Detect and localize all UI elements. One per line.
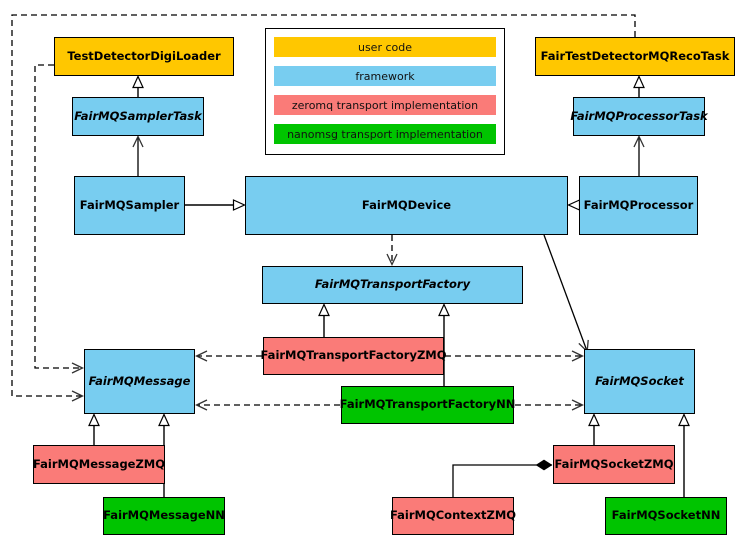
legend-item-framework: framework xyxy=(274,66,496,86)
class-node-FairMQSocket[interactable]: FairMQSocket xyxy=(584,349,695,414)
legend-item-label: framework xyxy=(355,69,415,83)
class-node-label: FairMQTransportFactory xyxy=(314,277,471,292)
class-node-FairMQContextZMQ[interactable]: FairMQContextZMQ xyxy=(389,497,517,535)
legend-item-zeromq: zeromq transport implementation xyxy=(274,95,496,115)
class-node-TestDetectorDigiLoader[interactable]: TestDetectorDigiLoader xyxy=(54,37,234,76)
class-node-FairMQProcessor[interactable]: FairMQProcessor xyxy=(579,176,698,235)
class-node-label: FairMQTransportFactoryNN xyxy=(339,397,516,412)
legend-item-label: user code xyxy=(357,40,413,54)
class-node-label: FairMQTransportFactoryZMQ xyxy=(260,348,447,363)
edge-dependency-recotask-message xyxy=(11,14,636,396)
class-node-FairMQSocketNN[interactable]: FairMQSocketNN xyxy=(605,497,727,535)
edge-dependency-digiloader-message xyxy=(34,64,82,368)
class-node-label: FairMQSocketNN xyxy=(611,508,721,523)
class-node-label: TestDetectorDigiLoader xyxy=(67,48,221,63)
class-node-FairMQProcessorTask[interactable]: FairMQProcessorTask xyxy=(570,97,708,136)
class-node-FairMQSamplerTask[interactable]: FairMQSamplerTask xyxy=(72,97,204,136)
legend-item-label: zeromq transport implementation xyxy=(291,98,479,112)
class-node-label: FairMQSocket xyxy=(595,373,684,388)
legend-item-label: nanomsg transport implementation xyxy=(287,127,483,141)
class-node-FairMQDevice[interactable]: FairMQDevice xyxy=(245,176,568,235)
legend-item-nanomsg: nanomsg transport implementation xyxy=(274,124,496,144)
class-node-label: FairMQMessageZMQ xyxy=(32,456,166,471)
class-node-label: FairMQSamplerTask xyxy=(74,108,202,123)
edge-composition-contextzmq-socketzmq xyxy=(452,459,553,497)
class-node-FairMQMessageNN[interactable]: FairMQMessageNN xyxy=(103,497,225,535)
class-node-FairMQTransportFactoryNN[interactable]: FairMQTransportFactoryNN xyxy=(339,386,516,424)
class-node-label: FairMQContextZMQ xyxy=(389,508,517,523)
class-node-label: FairMQMessage xyxy=(88,373,191,388)
class-node-label: FairMQMessageNN xyxy=(103,508,225,523)
class-node-label: FairMQSampler xyxy=(79,197,180,212)
class-node-label: FairMQProcessorTask xyxy=(570,108,708,123)
class-node-label: FairTestDetectorMQRecoTask xyxy=(540,48,730,63)
legend-item-user: user code xyxy=(274,37,496,57)
class-node-label: FairMQDevice xyxy=(361,197,452,212)
class-node-FairMQMessageZMQ[interactable]: FairMQMessageZMQ xyxy=(33,445,165,484)
class-node-FairMQTransportFactory[interactable]: FairMQTransportFactory xyxy=(262,266,523,304)
class-node-FairMQTransportFactoryZMQ[interactable]: FairMQTransportFactoryZMQ xyxy=(260,337,447,375)
class-node-FairMQSocketZMQ[interactable]: FairMQSocketZMQ xyxy=(553,445,675,484)
edge-association-device-socket xyxy=(543,234,587,351)
class-node-FairTestDetectorMQRecoTask[interactable]: FairTestDetectorMQRecoTask xyxy=(535,37,735,76)
class-node-label: FairMQSocketZMQ xyxy=(554,456,674,471)
class-node-label: FairMQProcessor xyxy=(583,197,694,212)
class-node-FairMQSampler[interactable]: FairMQSampler xyxy=(74,176,185,235)
class-node-FairMQMessage[interactable]: FairMQMessage xyxy=(84,349,195,414)
